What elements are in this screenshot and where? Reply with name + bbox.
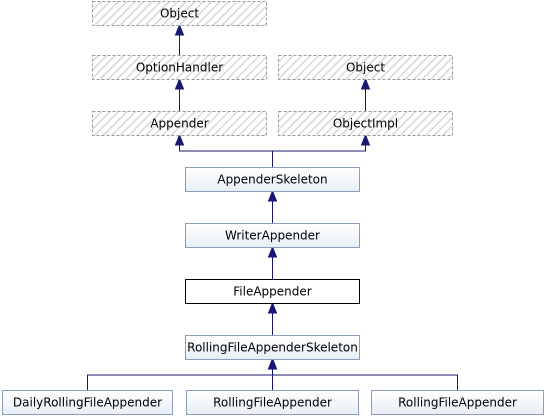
class-node-appender-skeleton[interactable]: AppenderSkeleton: [185, 167, 360, 192]
edge-arrowhead: [360, 133, 371, 146]
edge-writer_appender-to-appender_skeleton: [267, 189, 278, 223]
node-box: [185, 167, 360, 192]
class-node-option-handler[interactable]: OptionHandler: [92, 55, 267, 80]
edge-arrowhead: [174, 77, 185, 90]
node-box: [371, 390, 544, 415]
edge-option_handler-to-object1: [174, 23, 185, 55]
node-box: [92, 1, 267, 26]
edge-arrowhead: [267, 189, 278, 202]
class-node-object2[interactable]: Object: [278, 55, 453, 80]
edge-layer: [87, 23, 458, 390]
class-node-rolling2[interactable]: RollingFileAppender: [371, 390, 544, 415]
node-box: [278, 55, 453, 80]
class-node-appender[interactable]: Appender: [92, 111, 267, 136]
class-node-rolling-skeleton[interactable]: RollingFileAppenderSkeleton: [185, 335, 360, 360]
edge-object_impl-to-object2: [360, 77, 371, 111]
class-node-daily-rolling[interactable]: DailyRollingFileAppender: [2, 390, 173, 415]
node-label: RollingFileAppender: [398, 396, 517, 410]
node-box: [185, 279, 360, 304]
class-node-writer-appender[interactable]: WriterAppender: [185, 223, 360, 248]
node-label: DailyRollingFileAppender: [13, 396, 162, 410]
node-box: [278, 111, 453, 136]
edge-line: [272, 359, 458, 390]
edge-line: [87, 359, 273, 390]
node-box: [185, 335, 360, 360]
edge-appender-to-option_handler: [174, 77, 185, 111]
edge-arrowhead: [174, 23, 185, 36]
class-node-object-impl[interactable]: ObjectImpl: [278, 111, 453, 136]
node-label: Object: [346, 61, 385, 75]
node-label: FileAppender: [233, 285, 312, 299]
node-box: [186, 390, 359, 415]
edge-appender_skeleton-to-appender: [174, 133, 273, 167]
node-label: WriterAppender: [225, 229, 320, 243]
node-label: Object: [160, 7, 199, 21]
edge-file_appender-to-writer_appender: [267, 245, 278, 279]
class-node-object1[interactable]: Object: [92, 1, 267, 26]
edge-arrowhead: [267, 301, 278, 314]
node-label: ObjectImpl: [333, 117, 398, 131]
edge-appender_skeleton-to-object_impl: [272, 133, 371, 167]
node-label: RollingFileAppenderSkeleton: [187, 341, 358, 355]
edge-rolling_skeleton-to-file_appender: [267, 301, 278, 335]
node-label: Appender: [150, 117, 208, 131]
edge-rolling2-to-rolling_skeleton: [267, 357, 458, 390]
node-label: AppenderSkeleton: [217, 173, 327, 187]
edge-line: [272, 135, 366, 167]
edge-arrowhead: [267, 357, 278, 370]
node-label: OptionHandler: [136, 61, 223, 75]
node-box: [92, 111, 267, 136]
node-box: [92, 55, 267, 80]
edge-arrowhead: [174, 133, 185, 146]
edge-arrowhead: [267, 245, 278, 258]
node-box: [185, 223, 360, 248]
class-node-file-appender: FileAppender: [185, 279, 360, 304]
node-label: RollingFileAppender: [213, 396, 332, 410]
edge-line: [179, 135, 273, 167]
class-node-rolling1[interactable]: RollingFileAppender: [186, 390, 359, 415]
node-box: [2, 390, 173, 415]
edge-daily_rolling-to-rolling_skeleton: [87, 357, 278, 390]
edge-arrowhead: [360, 77, 371, 90]
